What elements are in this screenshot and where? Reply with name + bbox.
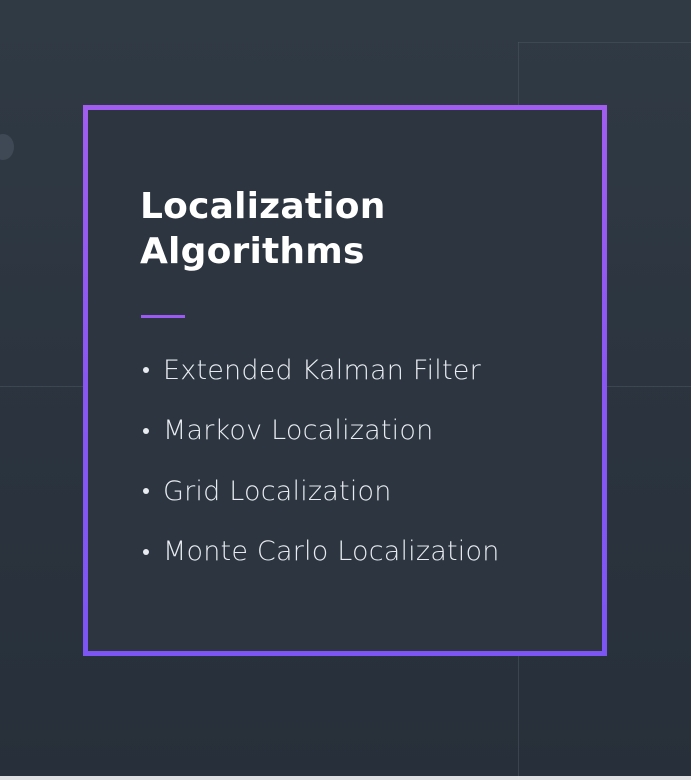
list-item: Extended Kalman Filter bbox=[140, 340, 500, 401]
slide-title: Localization Algorithms bbox=[140, 184, 540, 274]
list-item-label: Extended Kalman Filter bbox=[163, 354, 481, 386]
slide-title-line: Localization bbox=[140, 186, 386, 227]
list-item-label: Grid Localization bbox=[163, 475, 392, 507]
edge-circle-decoration bbox=[0, 134, 14, 160]
content-card-frame: Localization Algorithms Extended Kalman … bbox=[83, 105, 607, 656]
algorithm-list: Extended Kalman Filter Markov Localizati… bbox=[140, 340, 500, 582]
list-item: Grid Localization bbox=[140, 461, 500, 522]
title-accent-divider bbox=[141, 315, 185, 318]
slide-title-line: Algorithms bbox=[140, 231, 365, 272]
bullet-icon bbox=[143, 548, 149, 555]
list-item: Markov Localization bbox=[140, 401, 500, 462]
bottom-edge-strip bbox=[0, 776, 691, 780]
list-item: Monte Carlo Localization bbox=[140, 522, 500, 583]
bullet-icon bbox=[143, 488, 149, 495]
list-item-label: Monte Carlo Localization bbox=[163, 536, 500, 568]
list-item-label: Markov Localization bbox=[163, 415, 434, 447]
bullet-icon bbox=[143, 367, 149, 374]
bullet-icon bbox=[143, 427, 149, 434]
content-card: Localization Algorithms Extended Kalman … bbox=[88, 110, 602, 651]
background-grid-line bbox=[518, 42, 691, 43]
